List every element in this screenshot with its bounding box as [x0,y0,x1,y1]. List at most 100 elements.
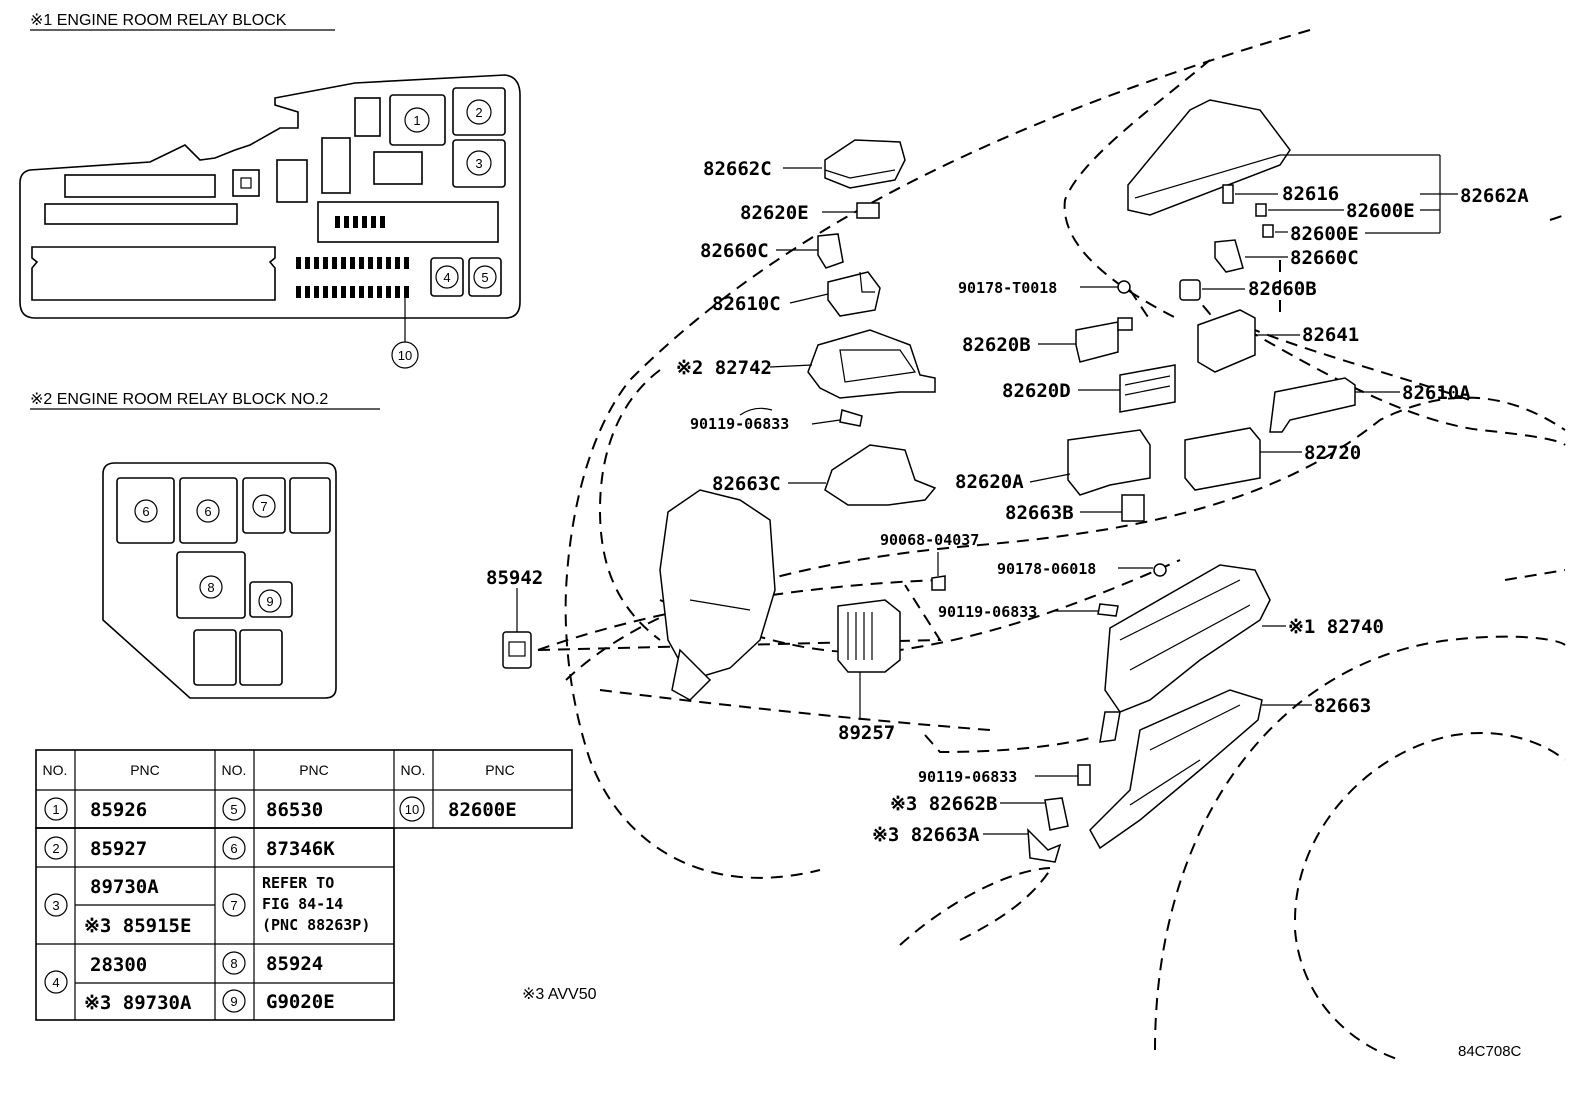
relay-block-1-outline [19,74,521,319]
relay-slot [232,169,260,197]
part-90119-bolt-a [739,407,863,427]
fuse-row-top [335,216,385,228]
part-82663A [1027,828,1062,863]
figure-code: 84C708C [1458,1043,1522,1060]
label-82641: 82641 [1302,324,1359,346]
table-cell-pnc: 89730A [90,876,159,898]
label-90178-T0018: 90178-T0018 [958,279,1057,297]
label-82663B: 82663B [1005,502,1074,524]
table-cell-pnc: ※3 85915E [84,915,191,937]
table-cell-pnc: 85924 [266,953,323,975]
relay-slot-8 [176,551,246,619]
label-90119-06833-c: 90119-06833 [918,768,1017,786]
table-row-no: 9 [230,994,237,1009]
marker-circle [391,341,419,369]
table-row-no: 2 [52,841,59,856]
part-82620A [1067,429,1151,496]
table-cell-pnc: 28300 [90,954,147,976]
fuse-strip [44,203,238,225]
table-row-no: 4 [52,975,59,990]
marker-10: 10 [398,348,412,363]
table-header-no: NO. [401,762,426,778]
marker-9: 9 [266,594,273,609]
marker-5: 5 [481,270,488,285]
table-cell-pnc: FIG 84-14 [262,895,343,913]
fuse-strip [64,174,216,198]
part-82740 [1099,564,1271,743]
relay-block-2-outline [102,462,337,699]
label-82610A: 82610A [1402,382,1471,404]
label-82663C: 82663C [712,473,781,495]
relay-slot-1 [389,94,446,146]
part-82660B [1179,279,1201,301]
connector-slot [31,246,276,301]
part-82641 [1197,309,1256,373]
part-82660C-right [1214,239,1244,273]
relay-slot [193,629,237,686]
table-row-no: 8 [230,956,237,971]
table-header-pnc: PNC [299,762,329,778]
table-cell-pnc: ※3 89730A [84,992,192,1014]
marker-circle [435,265,459,289]
label-90178-06018: 90178-06018 [997,560,1096,578]
part-89257 [837,599,901,673]
label-82660B: 82660B [1248,278,1317,300]
label-82740: ※1 82740 [1288,616,1384,638]
table-cell-pnc: 82600E [448,799,517,821]
part-82620B [1075,317,1133,363]
marker-circle [466,150,492,176]
table-header-pnc: PNC [130,762,160,778]
table-header-no: NO. [43,762,68,778]
table-cell-pnc: REFER TO [262,874,334,892]
part-85942 [502,631,532,669]
relay-slot [289,477,331,534]
part-90119-bolt-c [1077,764,1091,786]
label-82660C-right: 82660C [1290,247,1359,269]
part-82616 [1222,184,1234,204]
table-cell-pnc: 87346K [266,838,335,860]
label-82620B: 82620B [962,334,1031,356]
label-82662C: 82662C [703,158,772,180]
marker-8: 8 [207,580,214,595]
relay-slot-5 [468,257,502,297]
part-82663B [1121,494,1145,522]
marker-6a: 6 [142,504,149,519]
table-cell-pnc: G9020E [266,991,335,1013]
relay-block-1-title: ※1 ENGINE ROOM RELAY BLOCK [30,12,287,29]
relay-slot [354,97,381,137]
part-82662C [824,139,906,189]
relay-block-2-title: ※2 ENGINE ROOM RELAY BLOCK NO.2 [30,391,328,408]
label-82720: 82720 [1304,442,1361,464]
marker-4: 4 [443,270,450,285]
table-row-no: 6 [230,841,237,856]
table-row-no: 3 [52,898,59,913]
relay-slot-3 [452,139,506,188]
leader-lines [516,154,1458,835]
table-cell-pnc: (PNC 88263P) [262,916,370,934]
relay-slot-7 [242,477,286,534]
part-82620D [1119,364,1176,413]
label-82742: ※2 82742 [676,357,772,379]
marker-3: 3 [475,156,482,171]
table-cell-pnc: 85927 [90,838,147,860]
table-header-pnc: PNC [485,762,515,778]
label-82616: 82616 [1282,183,1339,205]
label-89257: 89257 [838,722,895,744]
marker-circle [134,499,158,523]
relay-slot [373,151,423,185]
part-housing-left [659,489,776,701]
part-82662B [1044,797,1069,831]
relay-slot-9 [249,581,293,618]
relay-slot-4 [430,257,464,297]
label-82600E-a: 82600E [1346,200,1415,222]
part-90068-bolt [931,575,946,591]
relay-slot-2 [452,87,506,136]
label-85942: 85942 [486,567,543,589]
marker-circle [199,575,223,599]
marker-1: 1 [413,113,420,128]
part-90178-nut [1117,280,1131,294]
label-82600E-b: 82600E [1290,223,1359,245]
label-82620E: 82620E [740,202,809,224]
table-row-no: 7 [230,898,237,913]
